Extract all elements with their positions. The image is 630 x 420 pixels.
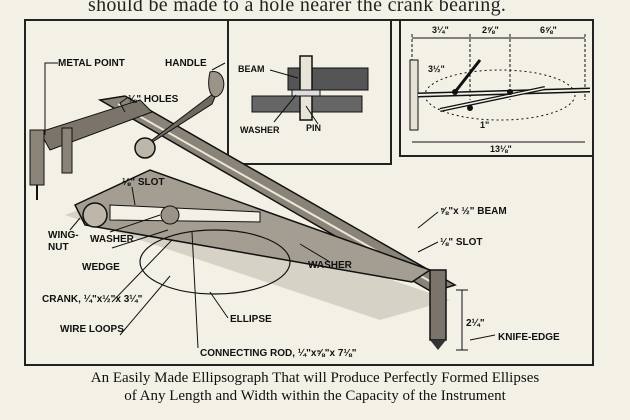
inset-label-pin: PIN [306,123,321,133]
label-crank: CRANK, ¼"x½"x 3¼" [42,294,143,305]
top-text-line: should be made to a hole nearer the cran… [88,0,507,16]
dim-2-5-8: 2⅝" [482,25,499,35]
inset-label-beam: BEAM [238,64,265,74]
pivot-washer [134,137,156,159]
label-metal-point: METAL POINT [58,58,125,69]
ellipse-curve [139,229,291,295]
caption-line-1: An Easily Made Ellipsograph That will Pr… [90,370,540,386]
label-wedge: WEDGE [82,262,120,273]
label-wire-loops: WIRE LOOPS [60,324,124,335]
dim-radius-3-1-2: 3½" [428,64,445,74]
caption-line-2: of Any Length and Width within the Capac… [124,388,506,404]
ellipsograph-drawing [29,71,468,351]
label-knife-edge: KNIFE-EDGE [498,332,560,343]
handle-knob [208,71,225,98]
leader-lines [44,62,496,349]
label-beam: ⅝"x ½" BEAM [440,206,507,217]
label-ellipse: ELLIPSE [230,314,272,325]
dim-1-inch: 1" [480,120,489,130]
dim-6-5-8: 6⅝" [540,25,557,35]
knife-edge-leg [429,269,447,341]
label-connecting-rod: CONNECTING ROD, ¼"x⅝"x 7⅛" [200,348,357,359]
illustration: BEAM WASHER PIN 3¼" 2⅝" 6⅝" 1 [24,19,594,366]
label-washer-left: WASHER [90,234,135,245]
inset-detail-pin: BEAM WASHER PIN [227,19,392,165]
label-wing-nut-1: WING- [48,230,79,241]
label-height: 2¼" [466,318,485,329]
point-arm [39,99,153,151]
label-handle: HANDLE [165,58,207,69]
label-slot: ⅛" SLOT [122,177,165,188]
dim-13-1-8: 13⅛" [490,144,512,154]
label-holes: ⅛" HOLES [128,94,179,105]
dim-3-1-4: 3¼" [432,25,449,35]
inset-label-washer: WASHER [240,125,280,135]
label-slot-right: ⅛" SLOT [440,237,483,248]
crank-bar [73,169,432,283]
label-washer-right: WASHER [308,260,353,271]
inset-plan-view: 3¼" 2⅝" 6⅝" 13⅛" 3½" 1" [399,19,594,157]
label-wing-nut-2: NUT [48,242,69,253]
